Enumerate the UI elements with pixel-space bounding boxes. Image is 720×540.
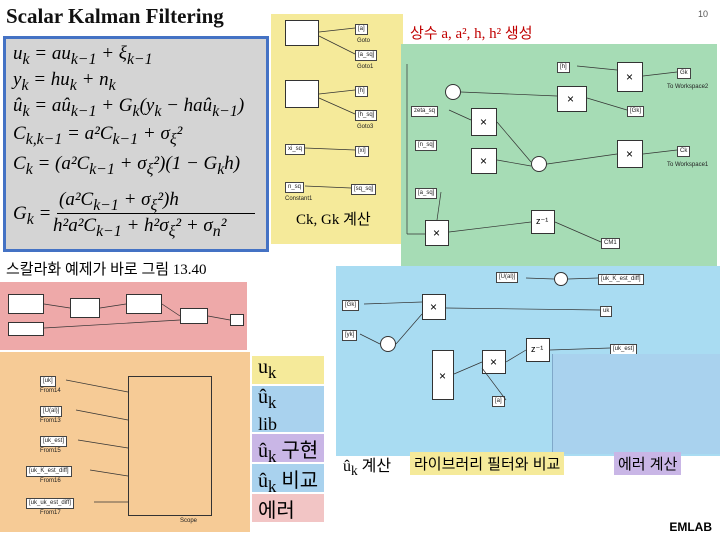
xi-sq-const[interactable]: xi_sq	[285, 144, 306, 155]
page-number: 10	[697, 9, 708, 19]
goto-a-tag[interactable]: [a]	[355, 24, 368, 35]
error-subpanel	[552, 354, 720, 454]
const-h-block[interactable]	[285, 80, 319, 108]
sum-block-2[interactable]	[531, 156, 547, 172]
delay1-block[interactable]: z⁻¹	[531, 210, 555, 234]
caption-error-calc: 에러 계산	[614, 452, 682, 475]
product-block[interactable]: ×	[471, 148, 497, 174]
from-ulib-tag[interactable]: [U(al)]	[40, 406, 63, 417]
from-a-blue-tag[interactable]: [a]	[492, 396, 505, 407]
legend-error: 에러	[252, 494, 324, 522]
out-block[interactable]	[230, 314, 244, 326]
diff-sum-1[interactable]	[554, 272, 568, 286]
caption-lib-compare: 라이브러리 필터와 비교	[410, 452, 565, 475]
random-source-2-block[interactable]	[8, 322, 44, 336]
goto-h-tag[interactable]: [h]	[355, 86, 368, 97]
from-uk-diff-tag[interactable]: [uk_uk_est_diff]	[26, 498, 74, 509]
product7-block[interactable]: ×	[482, 350, 506, 374]
product5-block[interactable]: ×	[471, 108, 497, 136]
gain-block[interactable]	[70, 298, 100, 318]
gk-workspace-tag[interactable]: Gk	[677, 68, 691, 79]
uk-workspace-tag[interactable]: uk	[600, 306, 613, 317]
from-zeta-tag[interactable]: zeta_sq	[411, 106, 439, 117]
from-a-sq-tag[interactable]: [a_sq]	[415, 188, 438, 199]
product6-blue-block[interactable]: ×	[422, 294, 446, 320]
from-uk-tag[interactable]: [uk]	[40, 376, 56, 387]
goto-sq-tag[interactable]: [sq_sq]	[351, 184, 377, 195]
goto-gk-tag[interactable]: [Gk]	[627, 106, 645, 117]
caption-uk-calc: ûk 계산	[343, 458, 392, 479]
example-wires	[43, 303, 231, 329]
ck-workspace-tag[interactable]: Ck	[677, 146, 691, 157]
equation-estimate: ûk = aûk−1 + Gk(yk − haûk−1)	[13, 95, 245, 120]
product-main-block[interactable]: ×	[425, 220, 449, 246]
diff-sum-2[interactable]	[380, 336, 396, 352]
footer-emlab: EMLAB	[669, 520, 712, 534]
equation-cov: Ck = (a²Ck−1 + σξ²)(1 − Gkh)	[13, 153, 241, 178]
equation-measurement: yk = huk + nk	[13, 69, 116, 94]
product1-block[interactable]: ×	[617, 62, 643, 92]
ck-gk-panel: [h] × Gk To Workspace2 × [Gk] zeta_sq × …	[401, 44, 717, 266]
delay2-block[interactable]: z⁻¹	[526, 338, 550, 362]
legend-uk: uk	[252, 356, 324, 384]
scope-panel: [uk] From14 [U(al)] From13 [uk_est] From…	[0, 352, 250, 532]
caption-ckgk: Ck, Gk 계산	[296, 212, 371, 228]
from-uk-est-tag[interactable]: [uk_est]	[40, 436, 68, 447]
cm1-tag[interactable]: CM1	[601, 238, 620, 249]
example-panel	[0, 282, 247, 350]
n-sq-const[interactable]: n_sq	[285, 182, 305, 193]
slide-title: Scalar Kalman Filtering	[6, 4, 224, 28]
product6-block[interactable]: ×	[617, 140, 643, 168]
constants-panel: [a] Goto [a_sq] Goto1 [h] [h_sq] Goto3 x…	[271, 14, 403, 244]
from-h-tag[interactable]: [h]	[557, 62, 570, 73]
product3-block[interactable]: ×	[557, 86, 587, 112]
goto-uk-k-diff-tag[interactable]: [uk_K_est_diff]	[598, 274, 644, 285]
legend-compare: ûk 비교	[252, 464, 324, 496]
goto-xi-tag[interactable]: [xi]	[355, 146, 369, 157]
goto-h-sq-tag[interactable]: [h_sq]	[355, 110, 378, 121]
scope-label: Scope	[180, 518, 198, 524]
goto-a-sq-tag[interactable]: [a_sq]	[355, 50, 378, 61]
caption-constants: 상수 a, a², h, h² 생성	[410, 26, 533, 42]
equation-box: uk = auk−1 + ξk−1 yk = huk + nk ûk = aûk…	[3, 36, 269, 252]
product8-block[interactable]: ×	[432, 350, 454, 400]
from-n-sq-tag[interactable]: [n_sq]	[415, 140, 438, 151]
equation-prior-cov: Ck,k−1 = a²Ck−1 + σξ²	[13, 123, 183, 148]
from-ulib-blue-tag[interactable]: [U(al)]	[496, 272, 519, 283]
legend-impl: ûk 구현	[252, 434, 324, 466]
const-a-block[interactable]	[285, 20, 319, 46]
from-gk-tag[interactable]: [Gk]	[342, 300, 360, 311]
from-yk-tag[interactable]: [yk]	[342, 330, 358, 341]
sum-gain-block[interactable]	[126, 294, 162, 314]
scope-block[interactable]	[128, 376, 212, 516]
equation-state: uk = auk−1 + ξk−1	[13, 43, 153, 68]
random-source-block[interactable]	[8, 294, 44, 314]
from-uk-k-diff-tag[interactable]: [uk_K_est_diff]	[26, 466, 72, 477]
caption-example: 스칼라화 예제가 바로 그림 13.40	[6, 262, 207, 278]
sum-block-1[interactable]	[445, 84, 461, 100]
filter-block[interactable]	[180, 308, 208, 324]
